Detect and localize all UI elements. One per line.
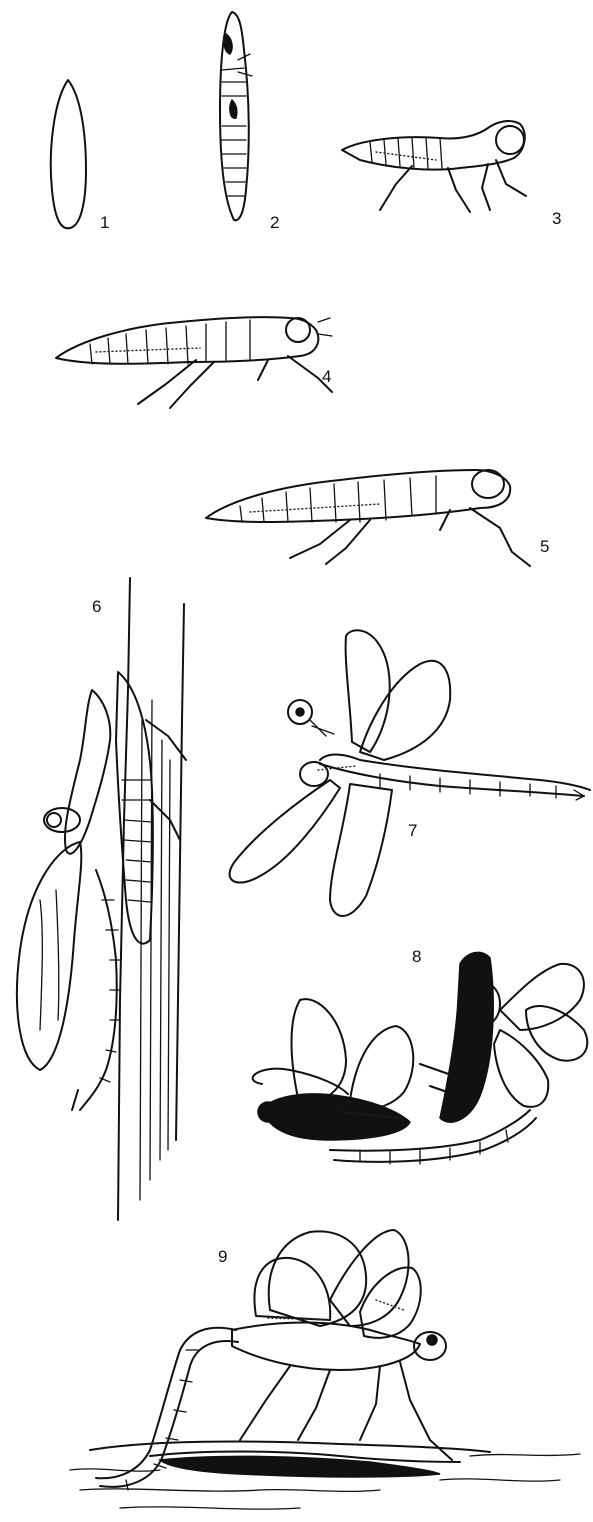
emerging-adult — [17, 690, 120, 1110]
stage-4-label: 4 — [322, 367, 331, 386]
male-dragonfly — [420, 952, 587, 1122]
stage-7-label: 7 — [408, 821, 417, 840]
stage-6-emergence: 6 — [17, 578, 186, 1220]
stage-7-adult-flying: 7 — [230, 630, 590, 916]
stage-2-prolarva: 2 — [220, 12, 279, 232]
stage-8-label: 8 — [412, 947, 421, 966]
stage-2-label: 2 — [270, 213, 279, 232]
stage-1-label: 1 — [100, 213, 109, 232]
stage-3-label: 3 — [552, 209, 561, 228]
stage-3-early-nymph: 3 — [342, 121, 561, 228]
stage-8-mating-wheel: 8 — [253, 947, 588, 1164]
stage-4-mid-nymph: 4 — [56, 317, 332, 408]
stage-6-label: 6 — [92, 597, 101, 616]
stage-1-egg: 1 — [51, 80, 110, 232]
stage-5-late-nymph: 5 — [206, 470, 549, 566]
stage-5-label: 5 — [540, 537, 549, 556]
stage-9-oviposition: 9 — [70, 1230, 580, 1509]
stage-9-label: 9 — [218, 1247, 227, 1266]
